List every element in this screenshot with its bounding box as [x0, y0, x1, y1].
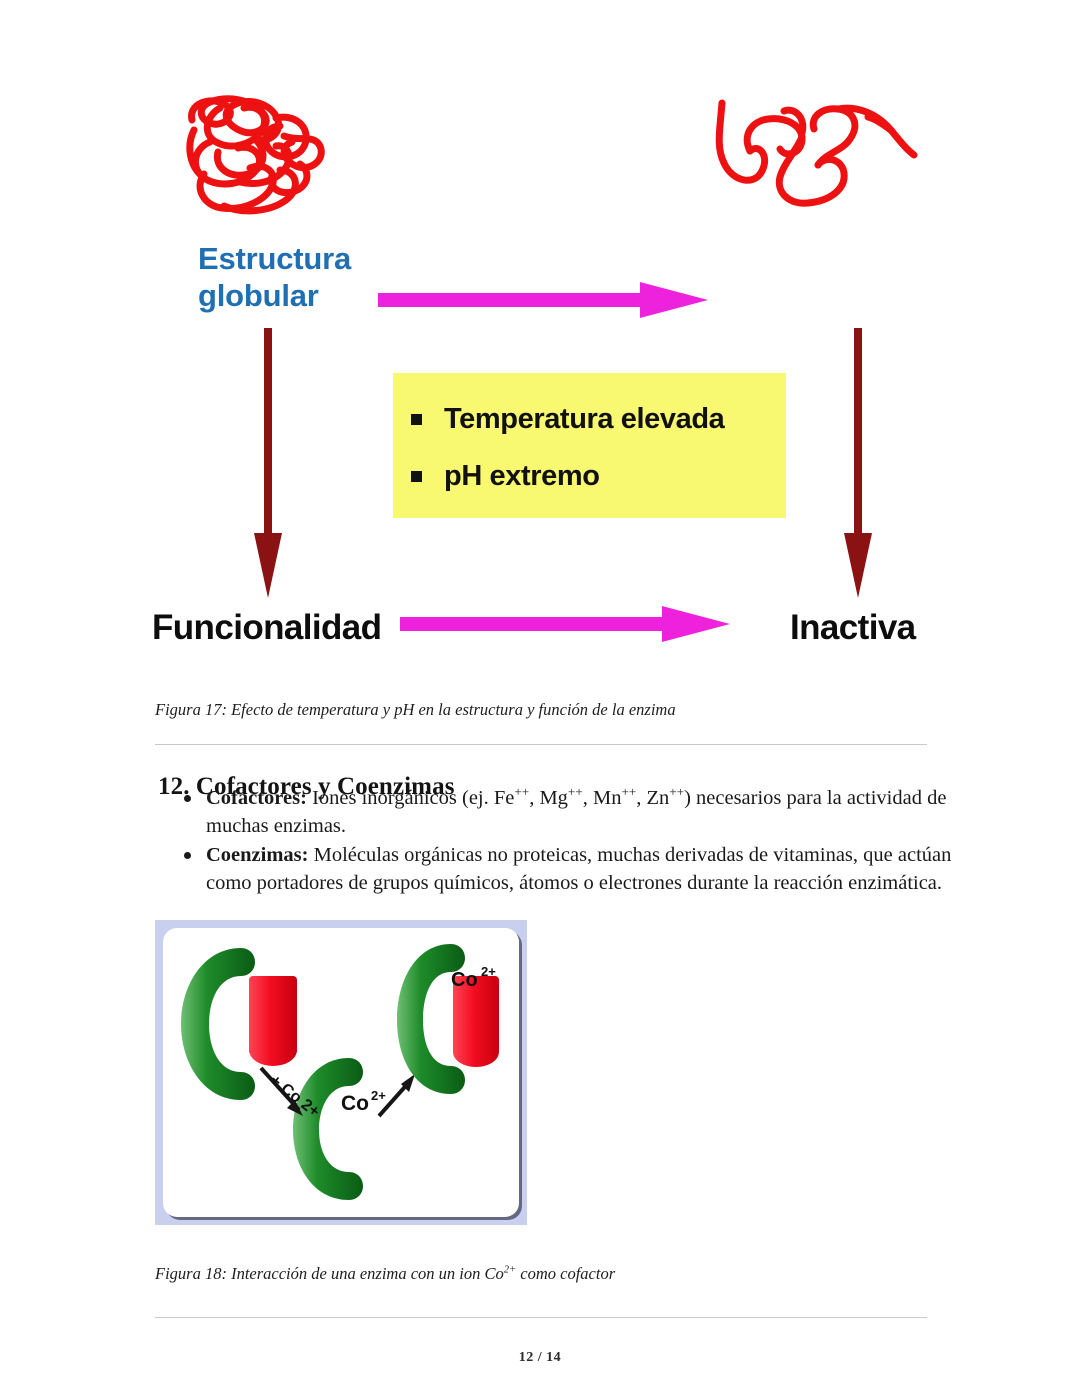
- reaction-arrow-1: [259, 1066, 303, 1116]
- svg-text:2+: 2+: [481, 964, 496, 979]
- list-item-text: ) necesarios para la actividad de muchas…: [206, 787, 947, 837]
- condition-label: Temperatura elevada: [444, 403, 725, 435]
- figure-17-caption: Figura 17: Efecto de temperatura y pH en…: [155, 700, 676, 719]
- figure-18-canvas: Co 2+ + Co 2+ Co 2+: [163, 928, 519, 1217]
- superscript-charge: ++: [669, 784, 685, 800]
- label-estructura-globular: Estructura globular: [198, 241, 352, 313]
- section-divider-bottom: [155, 1317, 927, 1318]
- arrow-right-magenta-top: [378, 282, 708, 318]
- label-funcionalidad: Funcionalidad: [152, 608, 382, 647]
- conditions-box: Temperatura elevada pH extremo: [393, 373, 786, 518]
- superscript-charge: ++: [621, 784, 637, 800]
- list-item-text: Iones inorgánicos (ej. Fe: [306, 787, 515, 809]
- label-inactiva: Inactiva: [790, 608, 916, 647]
- enzyme-bound-right: [397, 944, 499, 1094]
- page-number: 12 / 14: [518, 1350, 562, 1365]
- figure-18-caption: Figura 18: Interacción de una enzima con…: [155, 1264, 615, 1284]
- superscript-charge: ++: [567, 784, 583, 800]
- arrow-right-magenta-bottom: [400, 606, 730, 642]
- list-item: Coenzimas: Moléculas orgánicas no protei…: [184, 841, 958, 897]
- list-item-text: , Zn: [636, 787, 670, 809]
- enzyme-free-middle: [293, 1058, 363, 1200]
- list-item-term: Coenzimas:: [206, 844, 309, 866]
- condition-item: pH extremo: [411, 460, 786, 493]
- square-bullet-icon: [411, 414, 422, 425]
- condition-item: Temperatura elevada: [411, 403, 786, 436]
- reaction-arrow-2: [377, 1074, 415, 1118]
- ion-label-free: Co: [341, 1092, 369, 1115]
- arrow-down-darkred-right: [844, 328, 872, 598]
- globular-protein-icon: [186, 95, 325, 215]
- superscript-charge: ++: [514, 784, 530, 800]
- square-bullet-icon: [411, 471, 422, 482]
- cofactors-bullet-list: Cofactores: Iones inorgánicos (ej. Fe++,…: [176, 784, 958, 898]
- figure-17-diagram: Estructura globular Temperatura elevada …: [150, 80, 940, 660]
- cofactor-binding-diagram: Co 2+ + Co 2+ Co 2+: [181, 944, 499, 1200]
- figure-18-image: Co 2+ + Co 2+ Co 2+: [155, 920, 527, 1225]
- enzyme-unbound-left: [181, 948, 297, 1100]
- page-title: 12. Cofactores y Coenzimas: [158, 772, 455, 800]
- condition-label: pH extremo: [444, 460, 600, 492]
- caption-text: Figura 18: Interacción de una enzima con…: [155, 1264, 504, 1283]
- caption-text: como cofactor: [516, 1264, 616, 1283]
- list-item-text: , Mn: [582, 787, 622, 809]
- list-item-text: , Mg: [529, 787, 568, 809]
- svg-text:2+: 2+: [371, 1088, 386, 1103]
- denatured-protein-icon: [715, 99, 918, 207]
- list-item-term: Cofactores:: [206, 787, 307, 809]
- arrow-down-darkred-left: [254, 328, 282, 598]
- list-item-text: Moléculas orgánicas no proteicas, muchas…: [206, 844, 952, 894]
- superscript-charge: 2+: [503, 1264, 517, 1276]
- section-divider-top: [155, 744, 927, 745]
- list-item: Cofactores: Iones inorgánicos (ej. Fe++,…: [184, 784, 958, 840]
- ion-label-bound: Co: [451, 969, 478, 991]
